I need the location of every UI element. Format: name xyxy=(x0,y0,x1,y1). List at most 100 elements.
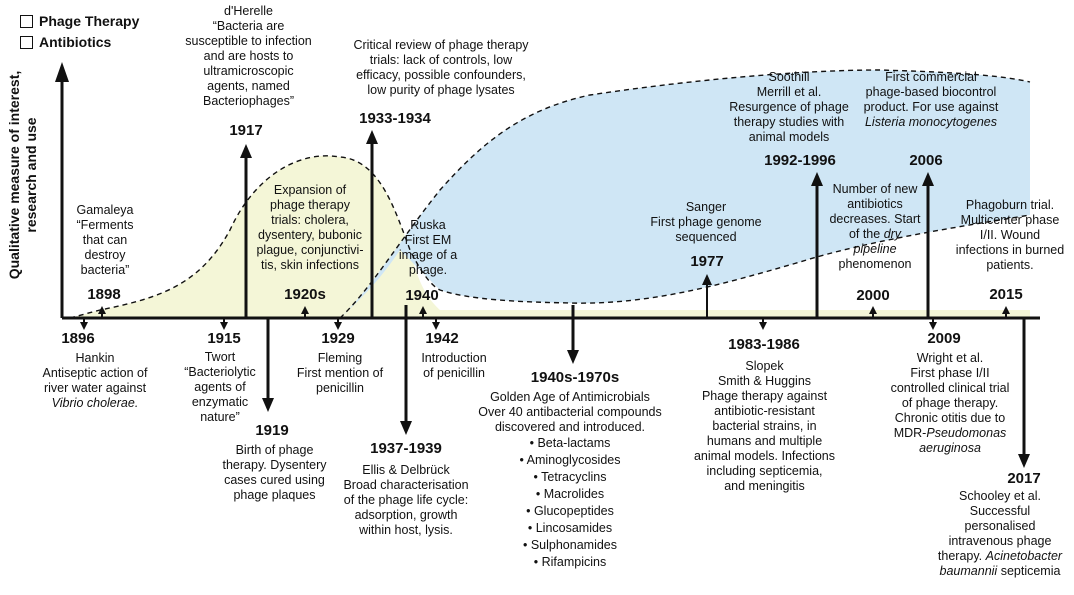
event-1940s-1970s: Golden Age of Antimicrobials Over 40 ant… xyxy=(470,390,670,571)
event-2017-line: Schooley et al. xyxy=(959,489,1041,503)
event-1896-italic: Vibrio cholerae. xyxy=(51,396,139,410)
event-2017-line: personalised xyxy=(964,519,1036,533)
event-1933-line: Critical review of phage therapy xyxy=(353,38,529,52)
event-2000-text: of the xyxy=(848,227,884,241)
event-1940-line: First EM xyxy=(404,233,452,247)
event-1915-line: Twort xyxy=(204,350,236,364)
event-2000-line: phenomenon xyxy=(838,257,912,271)
year-1983-1986: 1983-1986 xyxy=(728,336,800,353)
year-1977: 1977 xyxy=(690,253,724,270)
event-2006-line: Listeria monocytogenes xyxy=(852,115,1010,130)
event-1898: Gamaleya “Ferments that can destroy bact… xyxy=(60,203,150,278)
event-2009-line: Wright et al. xyxy=(916,351,984,365)
event-2000-line: of the dry xyxy=(820,227,930,242)
event-2015-line: I/II. Wound xyxy=(979,228,1041,242)
event-2015-line: Phagoburn trial. xyxy=(965,198,1055,212)
event-1915-line: agents of xyxy=(194,380,246,394)
event-1992-line: therapy studies with xyxy=(733,115,845,129)
event-1937-line: Ellis & Delbrück xyxy=(362,463,450,477)
event-1933-line: trials: lack of controls, low xyxy=(369,53,513,67)
event-1896-line: Hankin xyxy=(75,351,115,365)
event-1920s: Expansion of phage therapy trials: chole… xyxy=(250,183,370,273)
event-1942-line: of penicillin xyxy=(423,366,485,380)
event-1917-line: susceptible to infection xyxy=(185,34,312,48)
year-2009: 2009 xyxy=(927,330,961,347)
antibiotic-class-item: • Aminoglycosides xyxy=(519,453,621,467)
up-arrows xyxy=(240,130,934,318)
event-1983-line: antibiotic-resistant xyxy=(714,404,815,418)
year-1933-1934: 1933-1934 xyxy=(359,110,431,127)
event-2015-line: patients. xyxy=(986,258,1034,272)
event-2000-line: decreases. Start xyxy=(829,212,921,226)
event-1983-1986: Slopek Smith & Huggins Phage therapy aga… xyxy=(682,359,847,494)
phage-therapy-area xyxy=(70,155,1030,318)
legend-antibiotics-box xyxy=(20,35,33,49)
event-1940-line: image of a xyxy=(398,248,458,262)
year-2006: 2006 xyxy=(909,152,943,169)
event-1917-line: Bacteriophages” xyxy=(202,94,295,108)
small-up-arrows xyxy=(98,306,1010,318)
year-1940s-1970s: 1940s-1970s xyxy=(530,369,620,386)
year-1937-1939: 1937-1939 xyxy=(370,440,442,457)
event-1933-line: efficacy, possible confounders, xyxy=(356,68,526,82)
year-1917: 1917 xyxy=(229,122,263,139)
event-1896: Hankin Antiseptic action of river water … xyxy=(20,351,170,411)
event-2000-line: antibiotics xyxy=(847,197,903,211)
event-2017-line: Successful xyxy=(969,504,1031,518)
event-2015: Phagoburn trial. Multicenter phase I/II.… xyxy=(950,198,1070,273)
y-axis-label-line2: research and use xyxy=(23,117,39,233)
legend-antibiotics-label: Antibiotics xyxy=(39,34,112,50)
year-2000: 2000 xyxy=(856,287,890,304)
event-1917-line: agents, named xyxy=(207,79,290,93)
event-1983-line: Phage therapy against xyxy=(701,389,828,403)
event-2006-line: product. For use against xyxy=(863,100,999,114)
event-2009: Wright et al. First phase I/II controlle… xyxy=(880,351,1020,456)
event-1929-line: First mention of xyxy=(296,366,384,380)
event-2000-italic: dry xyxy=(883,227,902,241)
legend-phage-box xyxy=(20,14,33,28)
event-1917-line: ultramicroscopic xyxy=(203,64,294,78)
event-1977-line: First phage genome xyxy=(650,215,762,229)
antibiotic-class-item: • Rifampicins xyxy=(533,555,607,569)
event-2017-line: baumannii septicemia xyxy=(930,564,1070,579)
event-2009-line: Chronic otitis due to xyxy=(894,411,1006,425)
year-1992-1996: 1992-1996 xyxy=(764,152,836,169)
event-1917: d'Herelle “Bacteria are susceptible to i… xyxy=(166,4,331,109)
legend-antibiotics: Antibiotics xyxy=(20,34,111,50)
year-1929: 1929 xyxy=(321,330,355,347)
antibiotic-class-item: • Macrolides xyxy=(535,487,605,501)
y-axis-label-line1: Qualitative measure of interest, xyxy=(6,70,22,280)
event-1920s-line: dysentery, bubonic xyxy=(258,228,362,242)
event-2015-line: infections in burned xyxy=(955,243,1065,257)
event-2009-line: of phage therapy. xyxy=(901,396,999,410)
year-1915: 1915 xyxy=(207,330,241,347)
event-1937-line: adsorption, growth xyxy=(354,508,458,522)
year-2015: 2015 xyxy=(989,286,1023,303)
event-1929: Fleming First mention of penicillin xyxy=(280,351,400,396)
event-1983-line: and meningitis xyxy=(724,479,805,493)
event-1992-line: animal models xyxy=(748,130,830,144)
event-2017-italic: baumannii xyxy=(939,564,998,578)
event-1898-line: Gamaleya xyxy=(76,203,134,217)
legend-phage-therapy: Phage Therapy xyxy=(20,13,139,29)
event-1919-line: phage plaques xyxy=(233,488,316,502)
event-2000-italic: pipeline xyxy=(853,242,897,256)
event-2017-italic: Acinetobacter xyxy=(985,549,1063,563)
event-1992-line: Merrill et al. xyxy=(756,85,822,99)
phage-therapy-curve xyxy=(69,155,1031,319)
event-1915-line: nature” xyxy=(200,410,240,424)
event-2009-italic: aeruginosa xyxy=(919,441,981,455)
event-2017-line: therapy. Acinetobacter xyxy=(930,549,1070,564)
event-1920s-line: Expansion of xyxy=(273,183,347,197)
event-2015-line: Multicenter phase xyxy=(960,213,1060,227)
event-2009-line: First phase I/II xyxy=(910,366,990,380)
event-1919: Birth of phage therapy. Dysentery cases … xyxy=(212,443,337,503)
year-2017: 2017 xyxy=(1007,470,1041,487)
event-2009-line: aeruginosa xyxy=(880,441,1020,456)
event-1929-line: Fleming xyxy=(317,351,363,365)
event-2009-line: MDR-Pseudomonas xyxy=(880,426,1020,441)
event-1937-1939: Ellis & Delbrück Broad characterisation … xyxy=(326,463,486,538)
event-1920s-line: tis, skin infections xyxy=(261,258,359,272)
antibiotic-class-item: • Glucopeptides xyxy=(526,504,614,518)
